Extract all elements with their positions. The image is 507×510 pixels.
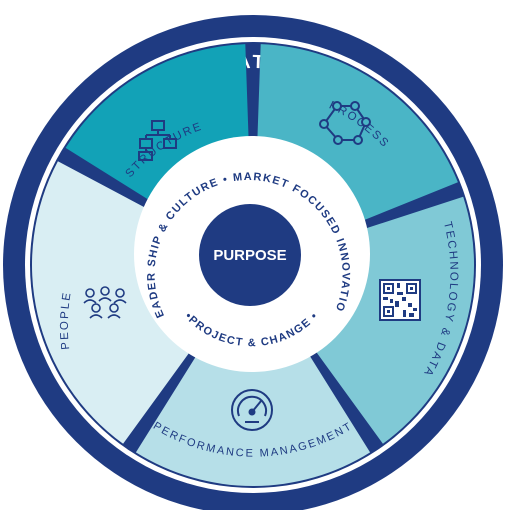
gauge-icon: [231, 389, 273, 431]
org-chart-icon: [138, 120, 177, 161]
segment-performance: [135, 315, 371, 486]
purpose-circle: [199, 204, 301, 306]
people-group-icon: [83, 286, 127, 319]
svg-text:PEOPLE: PEOPLE: [59, 290, 74, 350]
segment-label-people: PEOPLE: [59, 290, 72, 350]
process-cycle-icon: [319, 101, 371, 145]
purpose-label: PURPOSE: [213, 247, 286, 264]
qr-code-icon: [379, 279, 421, 321]
